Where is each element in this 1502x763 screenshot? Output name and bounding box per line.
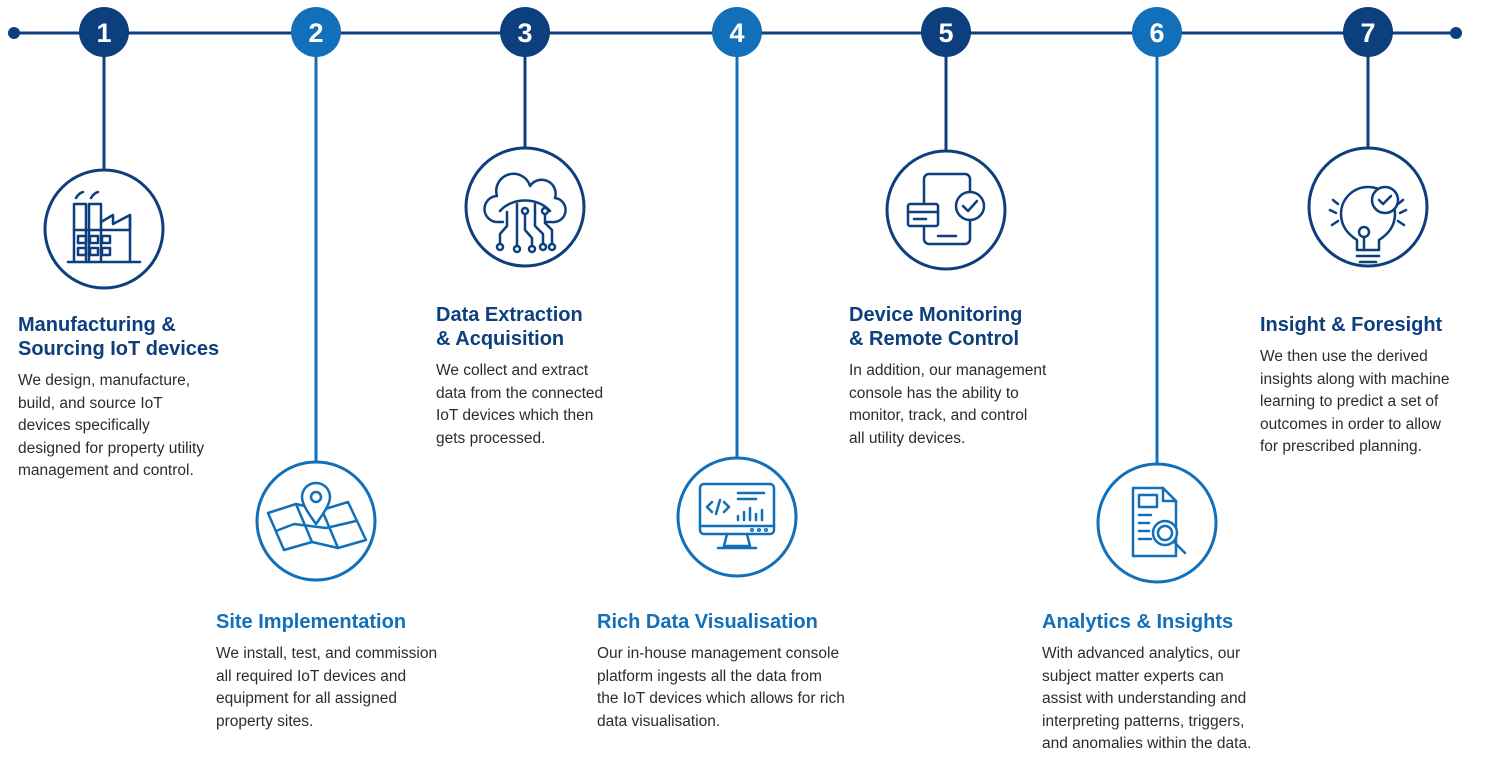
- step-5-description: In addition, our management console has …: [849, 362, 1047, 447]
- step-number-5: 5: [938, 18, 953, 48]
- cloud-network-icon: [464, 146, 586, 268]
- step-4-description: Our in-house management console platform…: [597, 645, 845, 730]
- lightbulb-check-icon: [1307, 146, 1429, 268]
- step-2-description: We install, test, and commission all req…: [216, 645, 438, 730]
- step-badge-7: 7: [1343, 7, 1393, 57]
- step-badge-2: 2: [291, 7, 341, 57]
- step-2-title: Site Implementation: [216, 611, 407, 633]
- phone-check-icon: [885, 149, 1007, 271]
- step-7-description: We then use the derived insights along w…: [1260, 348, 1450, 455]
- step-3: Data Extraction & Acquisition We collect…: [436, 303, 676, 450]
- step-badge-5: 5: [921, 7, 971, 57]
- step-1: Manufacturing & Sourcing IoT devices We …: [18, 313, 258, 483]
- step-7-title: Insight & Foresight: [1260, 314, 1443, 336]
- step-2: Site Implementation We install, test, an…: [216, 610, 506, 733]
- step-badge-6: 6: [1132, 7, 1182, 57]
- factory-icon: [43, 168, 165, 290]
- monitor-code-icon: [676, 456, 798, 578]
- step-badge-1: 1: [79, 7, 129, 57]
- timeline-start-dot: [8, 27, 20, 39]
- step-7: Insight & Foresight We then use the deri…: [1260, 313, 1498, 459]
- document-search-icon: [1096, 462, 1218, 584]
- step-1-title: Manufacturing & Sourcing IoT devices: [18, 314, 220, 360]
- step-6: Analytics & Insights With advanced analy…: [1042, 610, 1332, 756]
- step-1-description: We design, manufacture, build, and sourc…: [18, 372, 205, 479]
- step-5: Device Monitoring & Remote Control In ad…: [849, 303, 1109, 450]
- step-number-1: 1: [96, 18, 111, 48]
- step-6-description: With advanced analytics, our subject mat…: [1042, 645, 1252, 752]
- step-number-3: 3: [517, 18, 532, 48]
- step-badge-3: 3: [500, 7, 550, 57]
- step-3-title: Data Extraction & Acquisition: [436, 304, 583, 350]
- step-4-title: Rich Data Visualisation: [597, 611, 818, 633]
- step-number-2: 2: [308, 18, 323, 48]
- timeline-end-dot: [1450, 27, 1462, 39]
- step-3-description: We collect and extract data from the con…: [436, 362, 604, 447]
- step-6-title: Analytics & Insights: [1042, 611, 1234, 633]
- step-number-6: 6: [1149, 18, 1164, 48]
- step-badge-4: 4: [712, 7, 762, 57]
- step-number-4: 4: [729, 18, 744, 48]
- step-5-title: Device Monitoring & Remote Control: [849, 304, 1023, 350]
- map-pin-icon: [255, 460, 377, 582]
- step-number-7: 7: [1360, 18, 1375, 48]
- step-4: Rich Data Visualisation Our in-house man…: [597, 610, 917, 733]
